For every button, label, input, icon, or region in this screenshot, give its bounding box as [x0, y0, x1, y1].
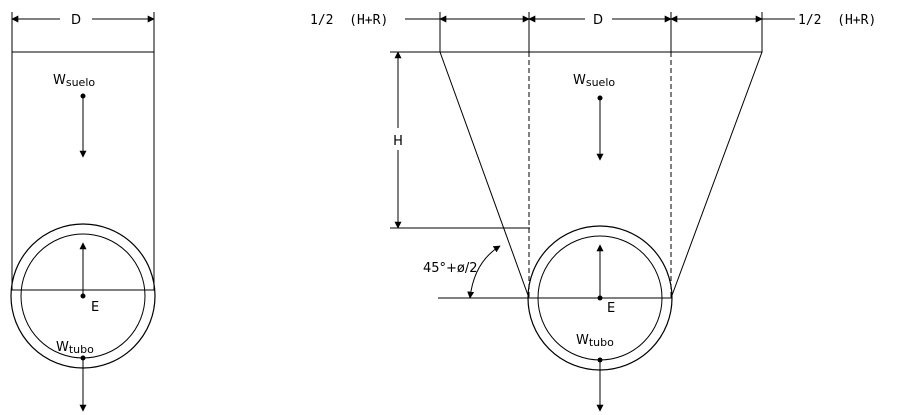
- left-center-label: E: [91, 300, 99, 315]
- left-wsoil-bg: [52, 68, 110, 88]
- right-wsoil-bg: [572, 68, 630, 88]
- right-soil-prism: [439, 51, 763, 299]
- right-dim-right-label: 1/2 (H+R): [798, 13, 876, 28]
- right-wpipe-label: Wtubo: [576, 333, 614, 349]
- right-dim-left-label: 1/2 (H+R): [310, 13, 388, 28]
- right-dim-d-label: D: [593, 13, 603, 28]
- left-soil-prism: [11, 51, 155, 291]
- right-h-label: H: [393, 134, 403, 149]
- right-angle-arc: [467, 245, 501, 299]
- left-center-point: [80, 293, 86, 299]
- left-wpipe-label: Wtubo: [56, 340, 94, 356]
- right-wsoil-label: Wsuelo: [573, 73, 615, 89]
- right-figure: 1/2 (H+R) D 1/2 (H+R) H 45°+ø/2 Wsuelo E…: [310, 12, 876, 412]
- right-center-label: E: [607, 301, 615, 316]
- left-wsoil-label: Wsuelo: [53, 73, 95, 89]
- right-center-point: [597, 295, 603, 301]
- left-d-label: D: [71, 13, 81, 28]
- right-angle-label: 45°+ø/2: [423, 261, 478, 276]
- left-figure: D Wsuelo E Wtubo: [10, 12, 156, 412]
